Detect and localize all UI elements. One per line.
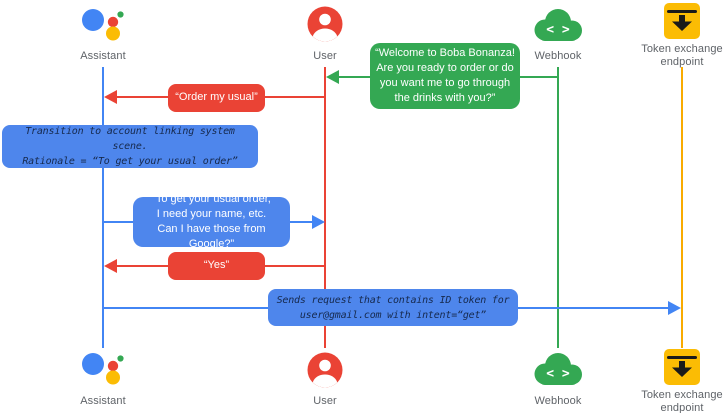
message-transition-note: Transition to account linking system sce… [2, 125, 258, 168]
token-endpoint-label-top: Token exchange endpoint [641, 43, 723, 68]
assistant-label-top: Assistant [80, 50, 126, 62]
user-icon [307, 352, 343, 393]
webhook-label-top: Webhook [534, 50, 582, 62]
order-arrowhead-icon [104, 90, 117, 104]
webhook-code-glyph: < > [546, 23, 570, 38]
send-request-arrowhead-icon [668, 301, 681, 315]
webhook-icon: < > [532, 351, 584, 391]
message-send-request: Sends request that contains ID token for… [268, 289, 518, 326]
webhook-lifeline [557, 67, 559, 348]
assistant-label-bottom: Assistant [80, 395, 126, 407]
webhook-icon: < > [532, 7, 584, 47]
ask-info-arrowhead-icon [312, 215, 325, 229]
user-label-top: User [313, 50, 337, 62]
user-label-bottom: User [313, 395, 337, 407]
message-yes: “Yes” [168, 252, 265, 280]
yes-arrowhead-icon [104, 259, 117, 273]
user-icon [307, 6, 343, 47]
token-endpoint-icon [663, 348, 701, 391]
webhook-label-bottom: Webhook [534, 395, 582, 407]
user-lifeline [324, 67, 326, 348]
token-endpoint-label-bottom: Token exchange endpoint [641, 389, 723, 413]
token-endpoint-icon [663, 2, 701, 45]
welcome-arrowhead-icon [326, 70, 339, 84]
webhook-code-glyph: < > [546, 367, 570, 382]
assistant-lifeline [102, 67, 104, 348]
assistant-icon [81, 6, 125, 47]
message-ask-info: “To get your usual order, I need your na… [133, 193, 290, 250]
assistant-icon [81, 350, 125, 391]
token-lifeline [681, 67, 683, 348]
message-welcome: “Welcome to Boba Bonanza! Are you ready … [370, 43, 520, 109]
message-order-my-usual: “Order my usual” [168, 84, 265, 112]
